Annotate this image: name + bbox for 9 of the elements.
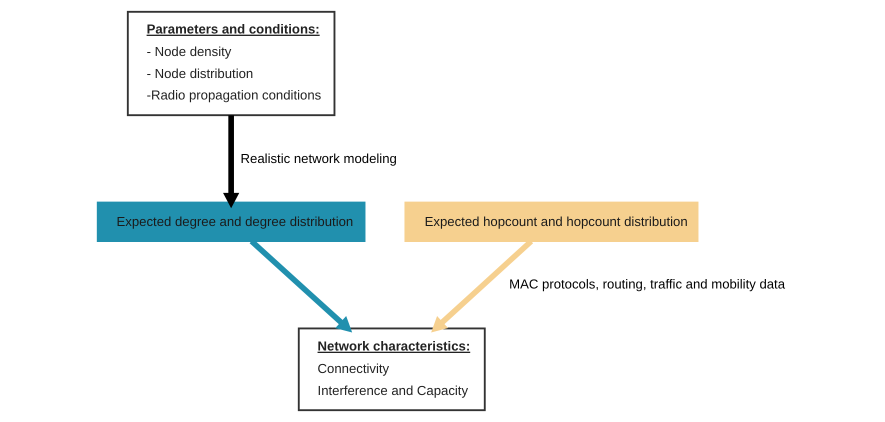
node-box: Parameters and conditions: - Node density - Node distribution -Radio propagation conditions — [126, 10, 336, 116]
node-box: Expected hopcount and hopcount distribution — [404, 202, 698, 242]
arrow — [223, 115, 240, 208]
arrow — [250, 239, 352, 332]
edge-label: MAC protocols, routing, traffic and mobility data — [509, 276, 786, 292]
node-box: Network characteristics: Connectivity Interference and Capacity — [298, 327, 486, 412]
arrow — [431, 239, 534, 332]
node-box: Expected degree and degree distribution — [96, 202, 366, 242]
edge-label: Realistic network modeling — [240, 150, 397, 166]
